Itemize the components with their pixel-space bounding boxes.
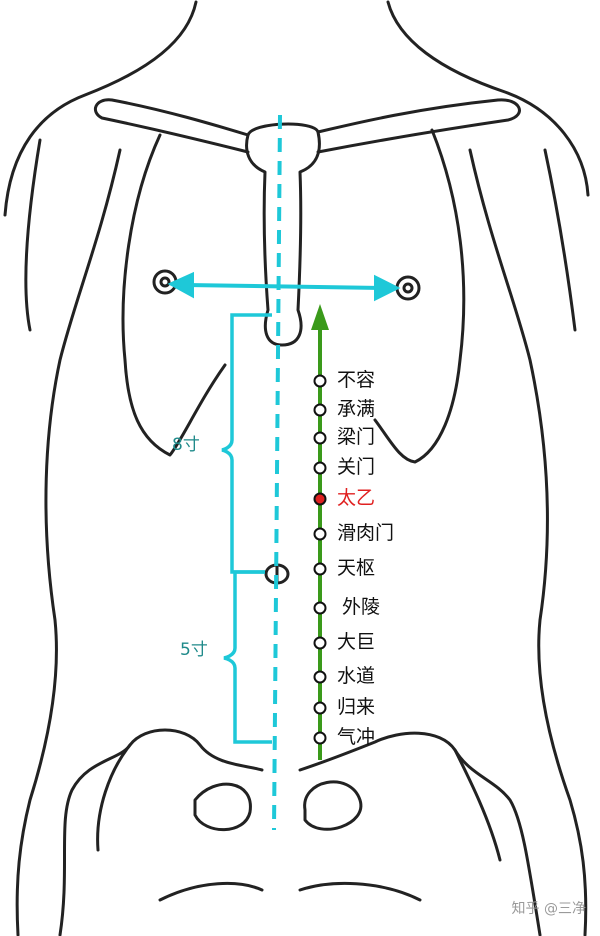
nipple-left-inner bbox=[159, 276, 171, 288]
acupoint-label: 归来 bbox=[337, 696, 376, 718]
acupoint-marker-0 bbox=[313, 374, 327, 388]
acupoint-marker-6 bbox=[313, 562, 327, 576]
acupoint-label: 水道 bbox=[337, 665, 376, 687]
sternum bbox=[245, 122, 321, 347]
ilium-right bbox=[453, 748, 502, 862]
acupoint-marker-8 bbox=[313, 636, 327, 650]
acupoint-marker-9 bbox=[313, 670, 327, 684]
sacrum-left bbox=[158, 882, 264, 902]
ilium-left bbox=[96, 743, 132, 852]
rib-right bbox=[373, 128, 466, 464]
obturator-right bbox=[303, 780, 363, 831]
clavicle-right bbox=[316, 98, 521, 154]
neck-left bbox=[3, 0, 198, 217]
acupoint-label: 梁门 bbox=[337, 426, 376, 448]
torso-left bbox=[15, 148, 122, 936]
acupoint-label: 天枢 bbox=[337, 557, 376, 579]
acupoint-marker-10 bbox=[313, 701, 327, 715]
measure-bracket bbox=[221, 313, 272, 744]
arm-right bbox=[543, 148, 577, 332]
arm-left bbox=[24, 138, 42, 332]
acupoint-label: 不容 bbox=[337, 369, 376, 391]
acupoint-label: 太乙 bbox=[337, 487, 376, 509]
acupoint-label: 关门 bbox=[337, 456, 376, 478]
stomach-meridian bbox=[311, 304, 329, 760]
acupoint-marker-4 bbox=[313, 492, 327, 506]
measure-lower-label: 5寸 bbox=[180, 640, 208, 660]
torso-right bbox=[468, 148, 588, 936]
sacrum-right bbox=[298, 881, 422, 902]
acupoint-label: 滑肉门 bbox=[337, 522, 395, 544]
measure-upper-label: 8寸 bbox=[172, 435, 200, 455]
acupoint-label: 外陵 bbox=[342, 596, 381, 618]
meridian-arrow-head bbox=[311, 304, 329, 330]
acupoint-marker-7 bbox=[313, 601, 327, 615]
rib-left bbox=[121, 133, 227, 457]
acupoint-label: 气冲 bbox=[337, 726, 376, 748]
acupoint-marker-3 bbox=[313, 461, 327, 475]
acupoint-label: 承满 bbox=[337, 398, 376, 420]
neck-right bbox=[386, 0, 590, 197]
acupoint-label: 大巨 bbox=[337, 631, 376, 653]
obturator-left bbox=[193, 782, 252, 832]
nipple-distance-arrow bbox=[167, 271, 401, 302]
acupoint-marker-2 bbox=[313, 431, 327, 445]
clavicle-left bbox=[93, 98, 250, 154]
pelvis-right bbox=[298, 731, 542, 936]
midline bbox=[272, 114, 282, 831]
pelvis-left bbox=[58, 728, 264, 936]
nipple-right-inner bbox=[402, 282, 414, 294]
acupoint-marker-1 bbox=[313, 403, 327, 417]
acupoint-marker-5 bbox=[313, 527, 327, 541]
acupoint-marker-11 bbox=[313, 731, 327, 745]
watermark: 知乎 @三净 bbox=[511, 901, 586, 917]
